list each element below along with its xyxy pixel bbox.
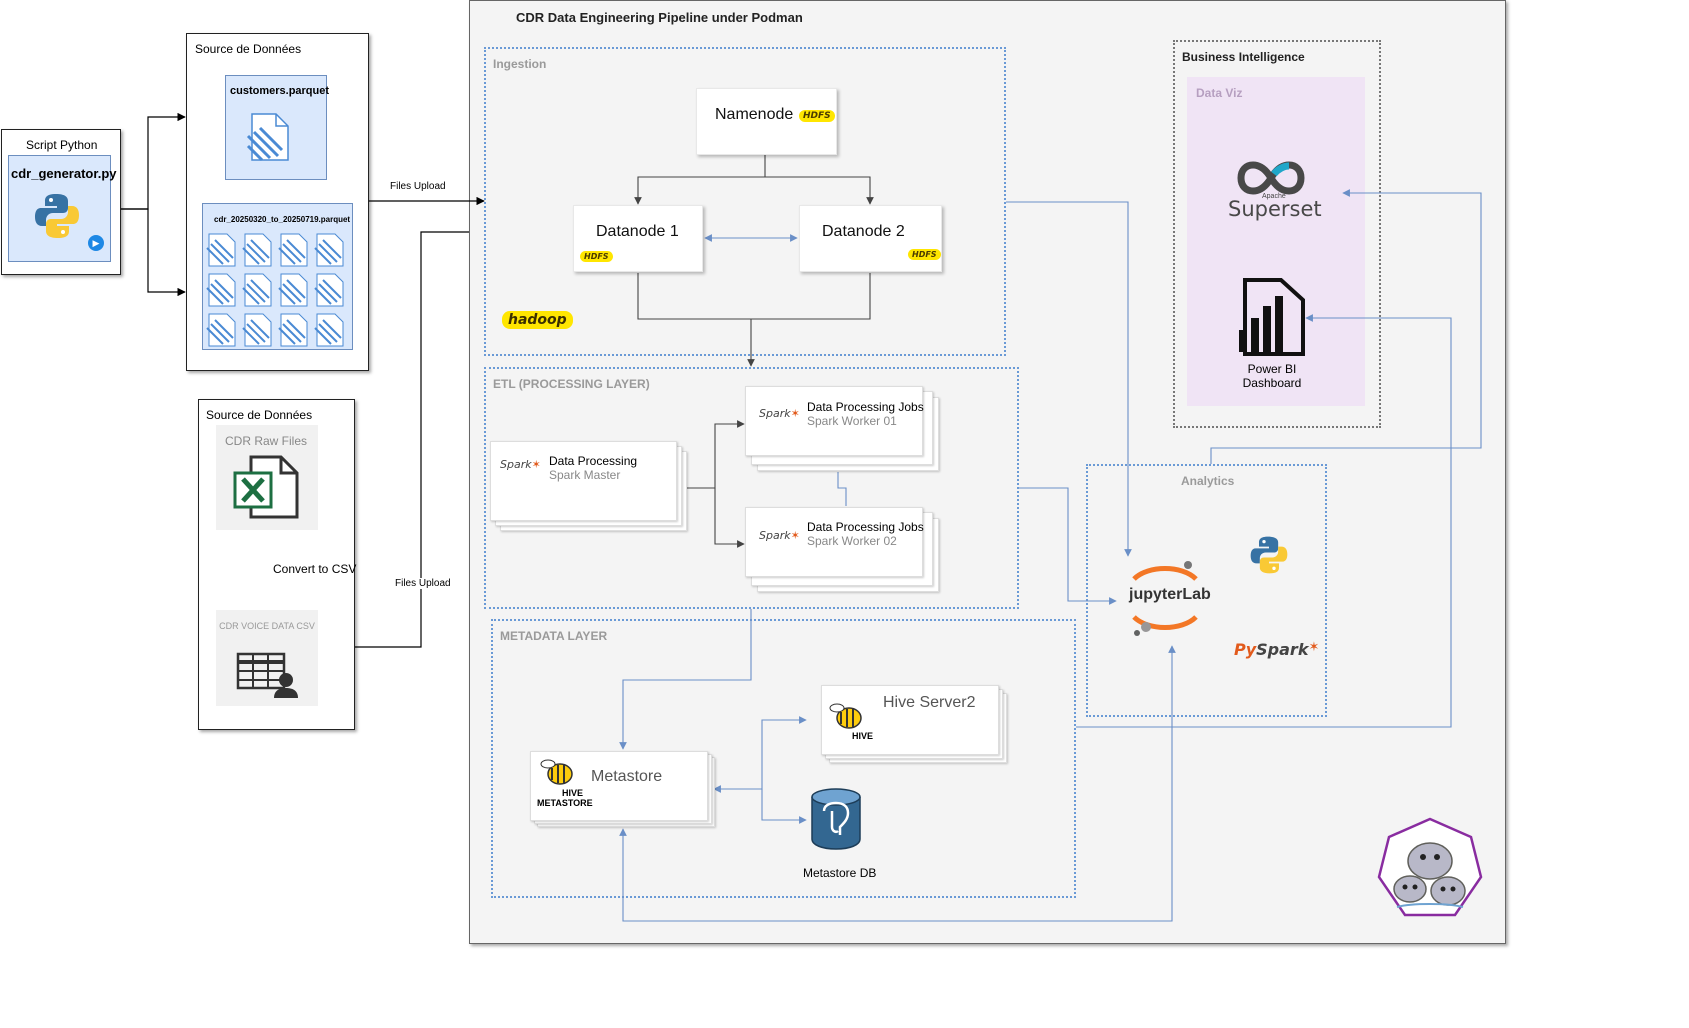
- python-analytics-icon: [1250, 536, 1288, 574]
- pyspark-py: Py: [1234, 640, 1257, 659]
- pyspark-spark: Spark: [1256, 640, 1309, 659]
- script-python-title: Script Python: [26, 138, 98, 152]
- hive-bee-icon: [540, 759, 573, 785]
- edge-namenode-datanode2: [765, 176, 874, 205]
- edge-script-to-customers: [111, 112, 186, 210]
- datanode2-label: Datanode 2: [822, 223, 905, 240]
- superset-label: Superset: [1228, 197, 1322, 221]
- edge-etl-to-metastore: [619, 609, 752, 750]
- spark-icon-worker1: Spark✶: [759, 407, 800, 420]
- worker2-card[interactable]: [745, 507, 923, 577]
- spark-logo-text: Spark: [759, 407, 791, 420]
- dataviz-title: Data Viz: [1196, 86, 1243, 100]
- metastore-db-label: Metastore DB: [803, 866, 877, 880]
- python-icon: [35, 194, 79, 238]
- edge-etl-jupyter: [1019, 487, 1117, 605]
- edge-metastore-db: [761, 789, 807, 824]
- hive-badge-metastore: HIVE: [562, 788, 584, 798]
- datanode2-card[interactable]: [799, 205, 942, 272]
- edge-datanodes-to-etl: [637, 273, 871, 366]
- script-file-name: cdr_generator.py: [11, 166, 117, 181]
- podman-logo-icon: [1377, 817, 1483, 917]
- metastore-label: Metastore: [591, 768, 663, 785]
- source1-title: Source de Données: [195, 42, 302, 56]
- voice-csv-label: CDR VOICE DATA CSV: [219, 621, 315, 631]
- hive-server-bee-icon: [829, 703, 862, 729]
- hive-badge-server: HIVE: [852, 731, 874, 741]
- worker1-title: Data Processing Jobs: [807, 400, 924, 414]
- jupyter-label: jupyterLab: [1129, 586, 1211, 603]
- jupyter-icon: [1132, 561, 1198, 636]
- namenode-label: Namenode: [715, 106, 794, 123]
- edge-analytics-superset: [1210, 189, 1482, 464]
- datanode1-label: Datanode 1: [596, 223, 679, 240]
- etl-title: ETL (PROCESSING LAYER): [493, 377, 650, 391]
- parquet-file-icon: [246, 113, 289, 162]
- run-icon[interactable]: ▶: [88, 235, 104, 251]
- ingestion-title: Ingestion: [493, 57, 547, 71]
- superset-icon: [1237, 161, 1305, 195]
- hive-server-label: Hive Server2: [883, 694, 976, 711]
- metastore-badge: METASTORE: [537, 798, 593, 808]
- pyspark-logo: PySpark✶: [1234, 640, 1320, 659]
- worker1-sub: Spark Worker 01: [807, 414, 897, 428]
- cdr-parquet-label: cdr_20250320_to_20250719.parquet: [214, 215, 351, 224]
- excel-icon: [233, 455, 299, 519]
- spark-icon-worker2: Spark✶: [759, 529, 800, 542]
- edge-metastore-hive: [713, 716, 807, 793]
- superset-apache: Apache: [1262, 193, 1286, 200]
- bi-title: Business Intelligence: [1182, 50, 1305, 64]
- spark-master-sub: Spark Master: [549, 468, 621, 482]
- files-upload-label-1: Files Upload: [390, 181, 446, 192]
- hdfs-icon-datanode1: HDFS: [580, 251, 613, 262]
- powerbi-icon: [1239, 278, 1305, 356]
- customers-parquet-label: customers.parquet: [230, 85, 330, 97]
- worker2-sub: Spark Worker 02: [807, 534, 897, 548]
- hdfs-icon-namenode: HDFS: [799, 110, 835, 122]
- spark-master-title: Data Processing: [549, 454, 638, 468]
- edge-namenode-datanode1: [634, 155, 766, 205]
- source2-title: Source de Données: [206, 408, 313, 422]
- raw-files-label: CDR Raw Files: [225, 434, 308, 448]
- ingestion-layer: [484, 47, 1006, 356]
- convert-label: Convert to CSV: [273, 562, 357, 576]
- hadoop-logo: hadoop: [502, 311, 573, 329]
- worker1-card[interactable]: [745, 386, 923, 456]
- powerbi-label: Power BI Dashboard: [1242, 362, 1302, 390]
- edge-master-worker2: [714, 488, 745, 548]
- spark-icon-master: Spark✶: [500, 458, 541, 471]
- analytics-layer: [1086, 464, 1327, 717]
- worker2-title: Data Processing Jobs: [807, 520, 924, 534]
- hdfs-icon-datanode2: HDFS: [908, 249, 941, 260]
- metadata-title: METADATA LAYER: [500, 629, 608, 643]
- files-upload-label-2: Files Upload: [395, 578, 451, 589]
- edge-master-worker1: [684, 420, 745, 489]
- edge-script-to-cdr: [111, 208, 186, 297]
- edge-worker-link: [837, 472, 847, 506]
- spark-master-card[interactable]: [490, 441, 677, 521]
- edge-metastore-jupyter: [619, 645, 1176, 922]
- spark-logo-text: Spark: [759, 529, 791, 542]
- parquet-files-grid-icon: [206, 233, 344, 347]
- spark-logo-text: Spark: [500, 458, 532, 471]
- csv-table-icon: [236, 652, 298, 698]
- edge-ingestion-jupyter: [1006, 201, 1132, 557]
- postgres-db-icon: [811, 788, 861, 850]
- page-title: CDR Data Engineering Pipeline under Podm…: [516, 10, 803, 25]
- edge-metadata-powerbi: [1076, 314, 1452, 728]
- bi-layer: [1173, 40, 1381, 428]
- metastore-card[interactable]: [530, 751, 708, 821]
- edge-files-upload-2: [355, 231, 469, 648]
- analytics-title: Analytics: [1181, 474, 1235, 488]
